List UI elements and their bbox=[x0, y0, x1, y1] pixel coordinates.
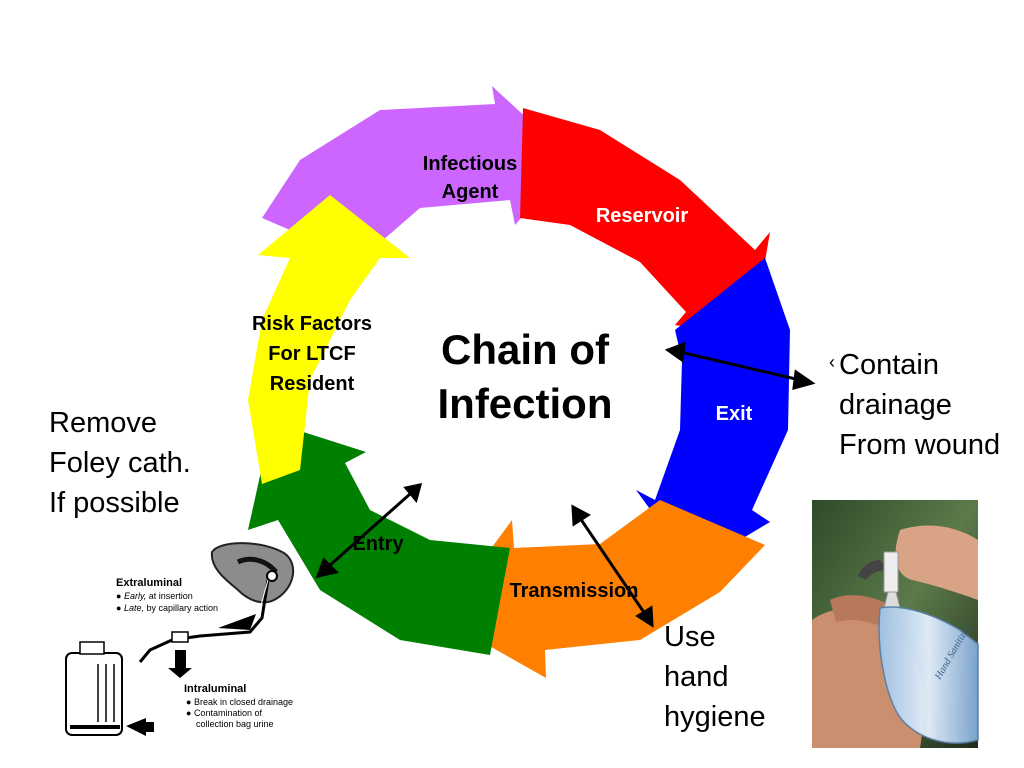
label-entry: Entry bbox=[352, 533, 404, 555]
extraluminal-arrow bbox=[218, 614, 256, 630]
arrow-segment-risk-factors bbox=[248, 195, 410, 484]
label-exit: Exit bbox=[716, 403, 753, 425]
intraluminal-arrow bbox=[168, 650, 192, 678]
pump-nozzle bbox=[858, 560, 888, 580]
intraluminal-item: collection bag urine bbox=[196, 719, 274, 729]
extraluminal-title: Extraluminal bbox=[116, 577, 182, 589]
diagram-title-line2: Infection bbox=[438, 380, 613, 427]
pump-head bbox=[883, 551, 899, 593]
extraluminal-item: ● Early, at insertion bbox=[116, 591, 193, 601]
label-risk-factors: Resident bbox=[270, 373, 355, 395]
bag-arrow bbox=[126, 718, 154, 736]
arrowhead bbox=[635, 605, 654, 628]
arrow-segment-reservoir bbox=[520, 108, 770, 338]
hand-hygiene-arrow bbox=[578, 517, 647, 615]
label-risk-factors: For LTCF bbox=[268, 343, 355, 365]
intraluminal-item: ● Contamination of bbox=[186, 708, 262, 718]
diagram-title-line1: Chain of bbox=[441, 326, 610, 373]
intraluminal-item: ● Break in closed drainage bbox=[186, 697, 293, 707]
arrow-segment-transmission bbox=[440, 500, 765, 678]
label-infectious-agent: Infectious bbox=[423, 153, 517, 175]
bladder-shape bbox=[210, 542, 294, 604]
hand-hygiene-photo: Hand Sanitizer bbox=[812, 500, 979, 748]
label-infectious-agent: Agent bbox=[442, 181, 499, 203]
remove-foley-arrow bbox=[327, 492, 411, 569]
tube-connector bbox=[171, 631, 189, 643]
note-bullet: ‹ bbox=[829, 352, 835, 372]
catheter-tip bbox=[236, 556, 278, 574]
hand-hygiene-note: Use hand hygiene bbox=[664, 621, 766, 733]
sanitizer-bottle bbox=[878, 606, 979, 744]
contain-drainage-arrow bbox=[679, 350, 801, 382]
contain-drainage-text: Contain drainage From wound bbox=[839, 349, 1001, 461]
intervention-arrows bbox=[315, 341, 816, 628]
label-risk-factors: Risk Factors bbox=[252, 313, 372, 335]
label-transmission: Transmission bbox=[510, 580, 639, 602]
balloon bbox=[266, 570, 278, 582]
arrowhead bbox=[403, 483, 423, 504]
arrow-segment-exit bbox=[636, 258, 790, 568]
extraluminal-item: ● Late, by capillary action bbox=[116, 603, 218, 613]
arrowhead bbox=[315, 557, 339, 579]
arrowhead bbox=[792, 369, 816, 391]
remove-foley-note: Remove Foley cath. If possible bbox=[49, 407, 191, 519]
catheter-illustration: Extraluminal ● Early, at insertion ● Lat… bbox=[65, 542, 294, 736]
cycle-arrows: InfectiousAgentReservoirExitTransmission… bbox=[248, 86, 790, 678]
label-reservoir: Reservoir bbox=[596, 205, 688, 227]
hand-upper bbox=[895, 525, 978, 600]
contain-drainage-note: ‹Contain drainage From wound bbox=[829, 345, 1000, 465]
arrowhead bbox=[571, 504, 591, 527]
arrow-segment-entry bbox=[248, 422, 510, 655]
bag-cap bbox=[79, 641, 105, 655]
catheter-tube bbox=[138, 579, 270, 663]
arrowhead bbox=[664, 341, 686, 363]
intraluminal-title: Intraluminal bbox=[184, 683, 246, 695]
